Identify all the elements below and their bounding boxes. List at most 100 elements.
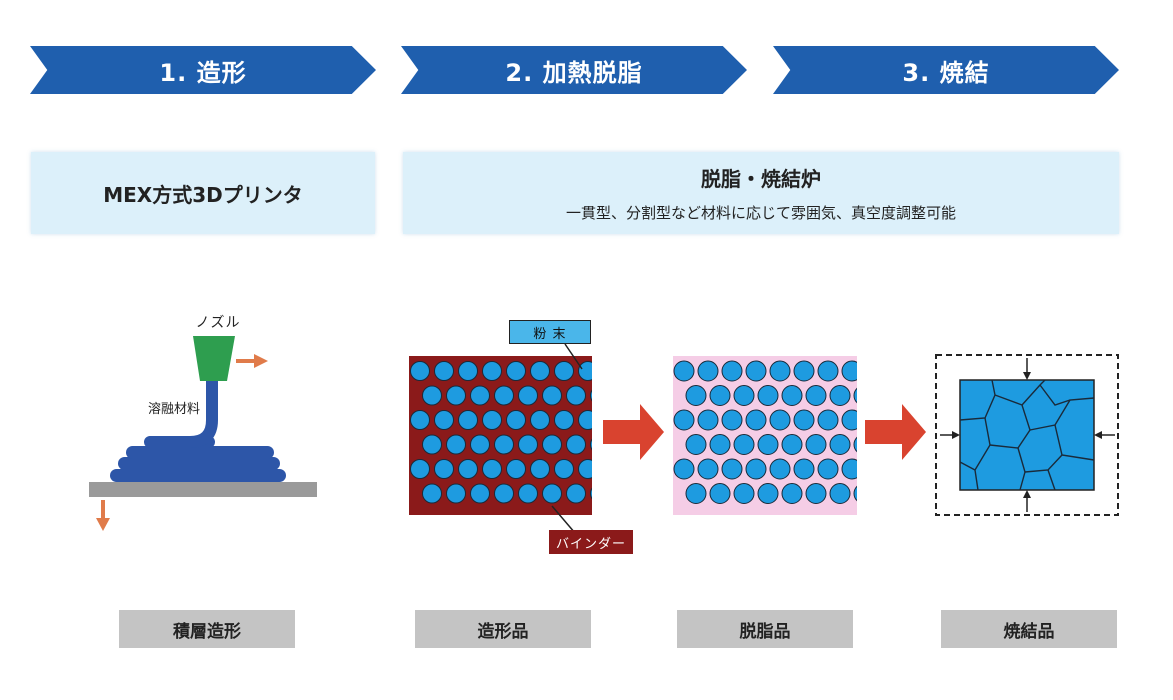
particle xyxy=(817,458,839,480)
particle xyxy=(542,483,562,504)
particle xyxy=(458,410,478,430)
particle xyxy=(769,458,791,480)
particle xyxy=(446,385,466,406)
particle xyxy=(542,434,562,455)
process-arrow-debind xyxy=(603,404,664,460)
particle xyxy=(733,483,755,504)
particle xyxy=(721,360,743,382)
particle xyxy=(829,434,851,455)
particle xyxy=(518,434,538,455)
particle xyxy=(697,409,719,431)
particle xyxy=(482,361,502,381)
particle xyxy=(853,436,857,453)
particle xyxy=(709,434,731,455)
particle xyxy=(769,409,791,431)
grain-boundaries xyxy=(959,379,1095,491)
particle xyxy=(578,361,592,381)
particle xyxy=(446,434,466,455)
particle xyxy=(757,483,779,504)
particle xyxy=(494,483,514,504)
particle xyxy=(494,434,514,455)
step-label-3: 3. 焼結 xyxy=(902,58,990,87)
particle xyxy=(578,459,592,479)
label-sintered-part: 焼結品 xyxy=(941,610,1117,648)
particle xyxy=(470,434,490,455)
particle xyxy=(410,410,430,430)
powder-tag: 粉 末 xyxy=(509,320,591,344)
particle xyxy=(506,361,526,381)
build-plate xyxy=(89,482,317,497)
particle xyxy=(518,483,538,504)
process-arrow-sinter xyxy=(865,404,926,460)
particle xyxy=(733,385,755,406)
particle xyxy=(590,389,592,402)
particle xyxy=(410,459,430,479)
plate-down-arrow-icon xyxy=(96,500,110,531)
particle xyxy=(745,360,767,382)
nozzle-right-arrow-icon xyxy=(236,354,268,368)
particle xyxy=(793,360,815,382)
step-arrow-3: 3. 焼結 xyxy=(773,46,1119,94)
particle xyxy=(422,434,442,455)
particle xyxy=(685,434,707,455)
furnace-title: 脱脂・焼結炉 xyxy=(701,167,821,191)
particle xyxy=(745,458,767,480)
particle xyxy=(697,458,719,480)
particle xyxy=(853,485,857,502)
particle xyxy=(757,434,779,455)
binder-tag: バインダー xyxy=(549,530,633,554)
particle xyxy=(817,409,839,431)
particle xyxy=(506,459,526,479)
molten-filament xyxy=(144,374,218,448)
particle xyxy=(434,361,454,381)
particle xyxy=(578,410,592,430)
particle xyxy=(470,483,490,504)
particle xyxy=(434,459,454,479)
powder-pointer xyxy=(564,343,583,370)
particle xyxy=(518,385,538,406)
powder-particles xyxy=(410,361,592,504)
step-arrow-1: 1. 造形 xyxy=(30,46,376,94)
particle xyxy=(554,459,574,479)
particle xyxy=(709,385,731,406)
particle xyxy=(829,385,851,406)
furnace-boundary xyxy=(935,354,1119,516)
particle xyxy=(841,409,857,431)
particle xyxy=(590,438,592,451)
step-arrow-2: 2. 加熱脱脂 xyxy=(401,46,747,94)
label-brown-part: 脱脂品 xyxy=(677,610,853,648)
particle xyxy=(566,385,586,406)
particle xyxy=(793,458,815,480)
particle xyxy=(482,410,502,430)
nozzle xyxy=(193,336,235,381)
printer-box: MEX方式3Dプリンタ xyxy=(31,152,375,234)
particle xyxy=(793,409,815,431)
particle xyxy=(530,410,550,430)
particle xyxy=(685,385,707,406)
debound-particles xyxy=(673,360,857,504)
particle xyxy=(805,385,827,406)
step-label-2: 2. 加熱脱脂 xyxy=(505,58,643,87)
nozzle-label: ノズル xyxy=(195,315,241,331)
label-green-part: 造形品 xyxy=(415,610,591,648)
particle xyxy=(410,361,430,381)
label-additive-text: 積層造形 xyxy=(173,621,241,642)
particle xyxy=(494,385,514,406)
label-additive-manufacturing: 積層造形 xyxy=(119,610,295,648)
particle xyxy=(458,459,478,479)
particle xyxy=(769,360,791,382)
particle xyxy=(506,410,526,430)
particle xyxy=(470,385,490,406)
sinter-pressure-arrows-icon xyxy=(940,358,1115,512)
label-green-part-text: 造形品 xyxy=(477,621,529,642)
particle xyxy=(542,385,562,406)
particle xyxy=(554,361,574,381)
particle xyxy=(422,385,442,406)
particle xyxy=(853,387,857,404)
particle xyxy=(685,483,707,504)
label-sintered-part-text: 焼結品 xyxy=(1003,621,1055,642)
particle xyxy=(841,360,857,382)
particle xyxy=(458,361,478,381)
